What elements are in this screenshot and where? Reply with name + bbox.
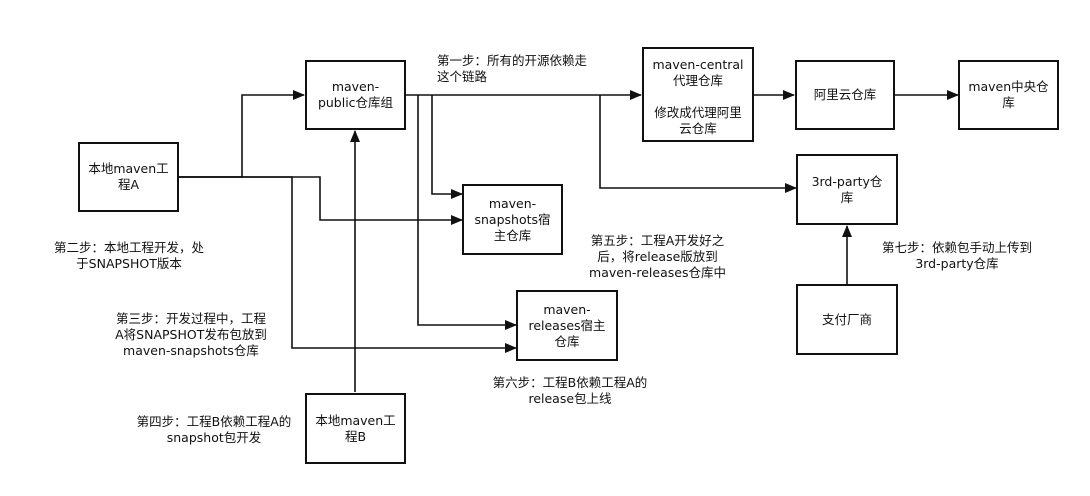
step1-note: 第一步：所有的开源依赖走 这个链路 [437, 53, 588, 84]
step6-note: 第六步：工程B依赖工程A的 release包上线 [492, 375, 648, 406]
third-party-repo-box: 3rd-party仓 库 [796, 154, 898, 225]
maven-central-proxy-box: maven-central 代理仓库 修改成代理阿里 云仓库 [642, 47, 754, 142]
local-project-b-box: 本地maven工 程B [305, 393, 406, 464]
aliyun-repo-box: 阿里云仓库 [795, 60, 895, 130]
step5-note: 第五步：工程A开发好之 后，将release版放到 maven-releases… [589, 233, 726, 280]
maven-snapshots-box: maven- snapshots宿 主仓库 [462, 184, 563, 255]
local-project-a-box: 本地maven工 程A [78, 142, 179, 212]
arrow-public-to-releases [417, 95, 517, 330]
arrow-public-to-thirdparty [599, 95, 797, 193]
maven-releases-box: maven- releases宿主 仓库 [516, 290, 618, 361]
step3-note: 第三步：开发过程中，工程 A将SNAPSHOT发布包放到 maven-snaps… [115, 311, 267, 358]
step7-note: 第七步：依赖包手动上传到 3rd-party仓库 [881, 240, 1032, 271]
step2-note: 第二步：本地工程开发，处 于SNAPSHOT版本 [53, 240, 204, 271]
arrow-a-to-public [178, 90, 305, 178]
step4-note: 第四步：工程B依赖工程A的 snapshot包开发 [136, 414, 292, 445]
arrow-public-to-snapshots [431, 95, 463, 199]
arrow-a-to-snapshots [178, 176, 463, 225]
payment-vendor-box: 支付厂商 [796, 284, 898, 355]
maven-public-group-box: maven- public仓库组 [305, 60, 406, 130]
maven-central-repo-box: maven中央仓 库 [958, 60, 1059, 130]
